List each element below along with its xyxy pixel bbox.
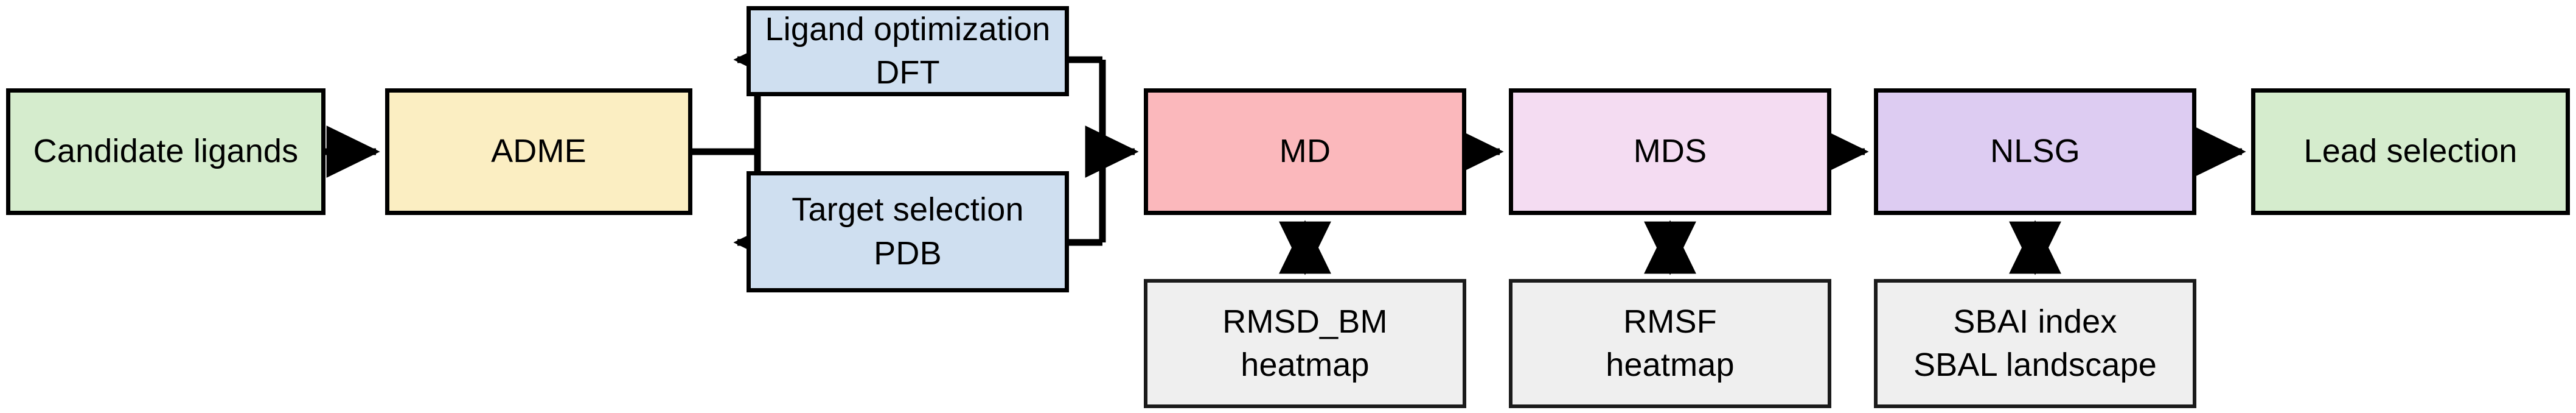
node-ligand-optimization-line2: DFT	[875, 54, 940, 91]
node-target-selection-line2: PDB	[874, 235, 942, 272]
node-target-selection-line1: Target selection	[792, 191, 1024, 228]
node-rmsf-heatmap[interactable]: RMSF heatmap	[1509, 279, 1831, 408]
node-rmsd-bm-heatmap-line2: heatmap	[1241, 347, 1370, 383]
node-nlsg[interactable]: NLSG	[1874, 88, 2196, 215]
node-md-label: MD	[1279, 133, 1331, 170]
node-candidate-ligands[interactable]: Candidate ligands	[6, 88, 325, 215]
node-lead-selection-label: Lead selection	[2303, 133, 2518, 170]
node-ligand-optimization-line1: Ligand optimization	[765, 10, 1051, 48]
node-mds[interactable]: MDS	[1509, 88, 1831, 215]
node-adme[interactable]: ADME	[385, 88, 692, 215]
node-md[interactable]: MD	[1144, 88, 1466, 215]
node-adme-label: ADME	[491, 133, 587, 170]
node-rmsd-bm-heatmap-line1: RMSD_BM	[1222, 303, 1388, 340]
node-sbai-sbal-line1: SBAI index	[1953, 303, 2117, 340]
node-sbai-sbal-line2: SBAL landscape	[1913, 347, 2157, 383]
node-sbai-sbal[interactable]: SBAI index SBAL landscape	[1874, 279, 2196, 408]
node-target-selection[interactable]: Target selection PDB	[747, 171, 1069, 292]
node-candidate-ligands-label: Candidate ligands	[33, 133, 299, 170]
node-ligand-optimization[interactable]: Ligand optimization DFT	[747, 6, 1069, 96]
node-rmsf-heatmap-line1: RMSF	[1623, 303, 1717, 340]
node-lead-selection[interactable]: Lead selection	[2251, 88, 2570, 215]
node-rmsf-heatmap-line2: heatmap	[1606, 347, 1735, 383]
node-mds-label: MDS	[1633, 133, 1707, 170]
node-nlsg-label: NLSG	[1990, 133, 2080, 170]
node-rmsd-bm-heatmap[interactable]: RMSD_BM heatmap	[1144, 279, 1466, 408]
